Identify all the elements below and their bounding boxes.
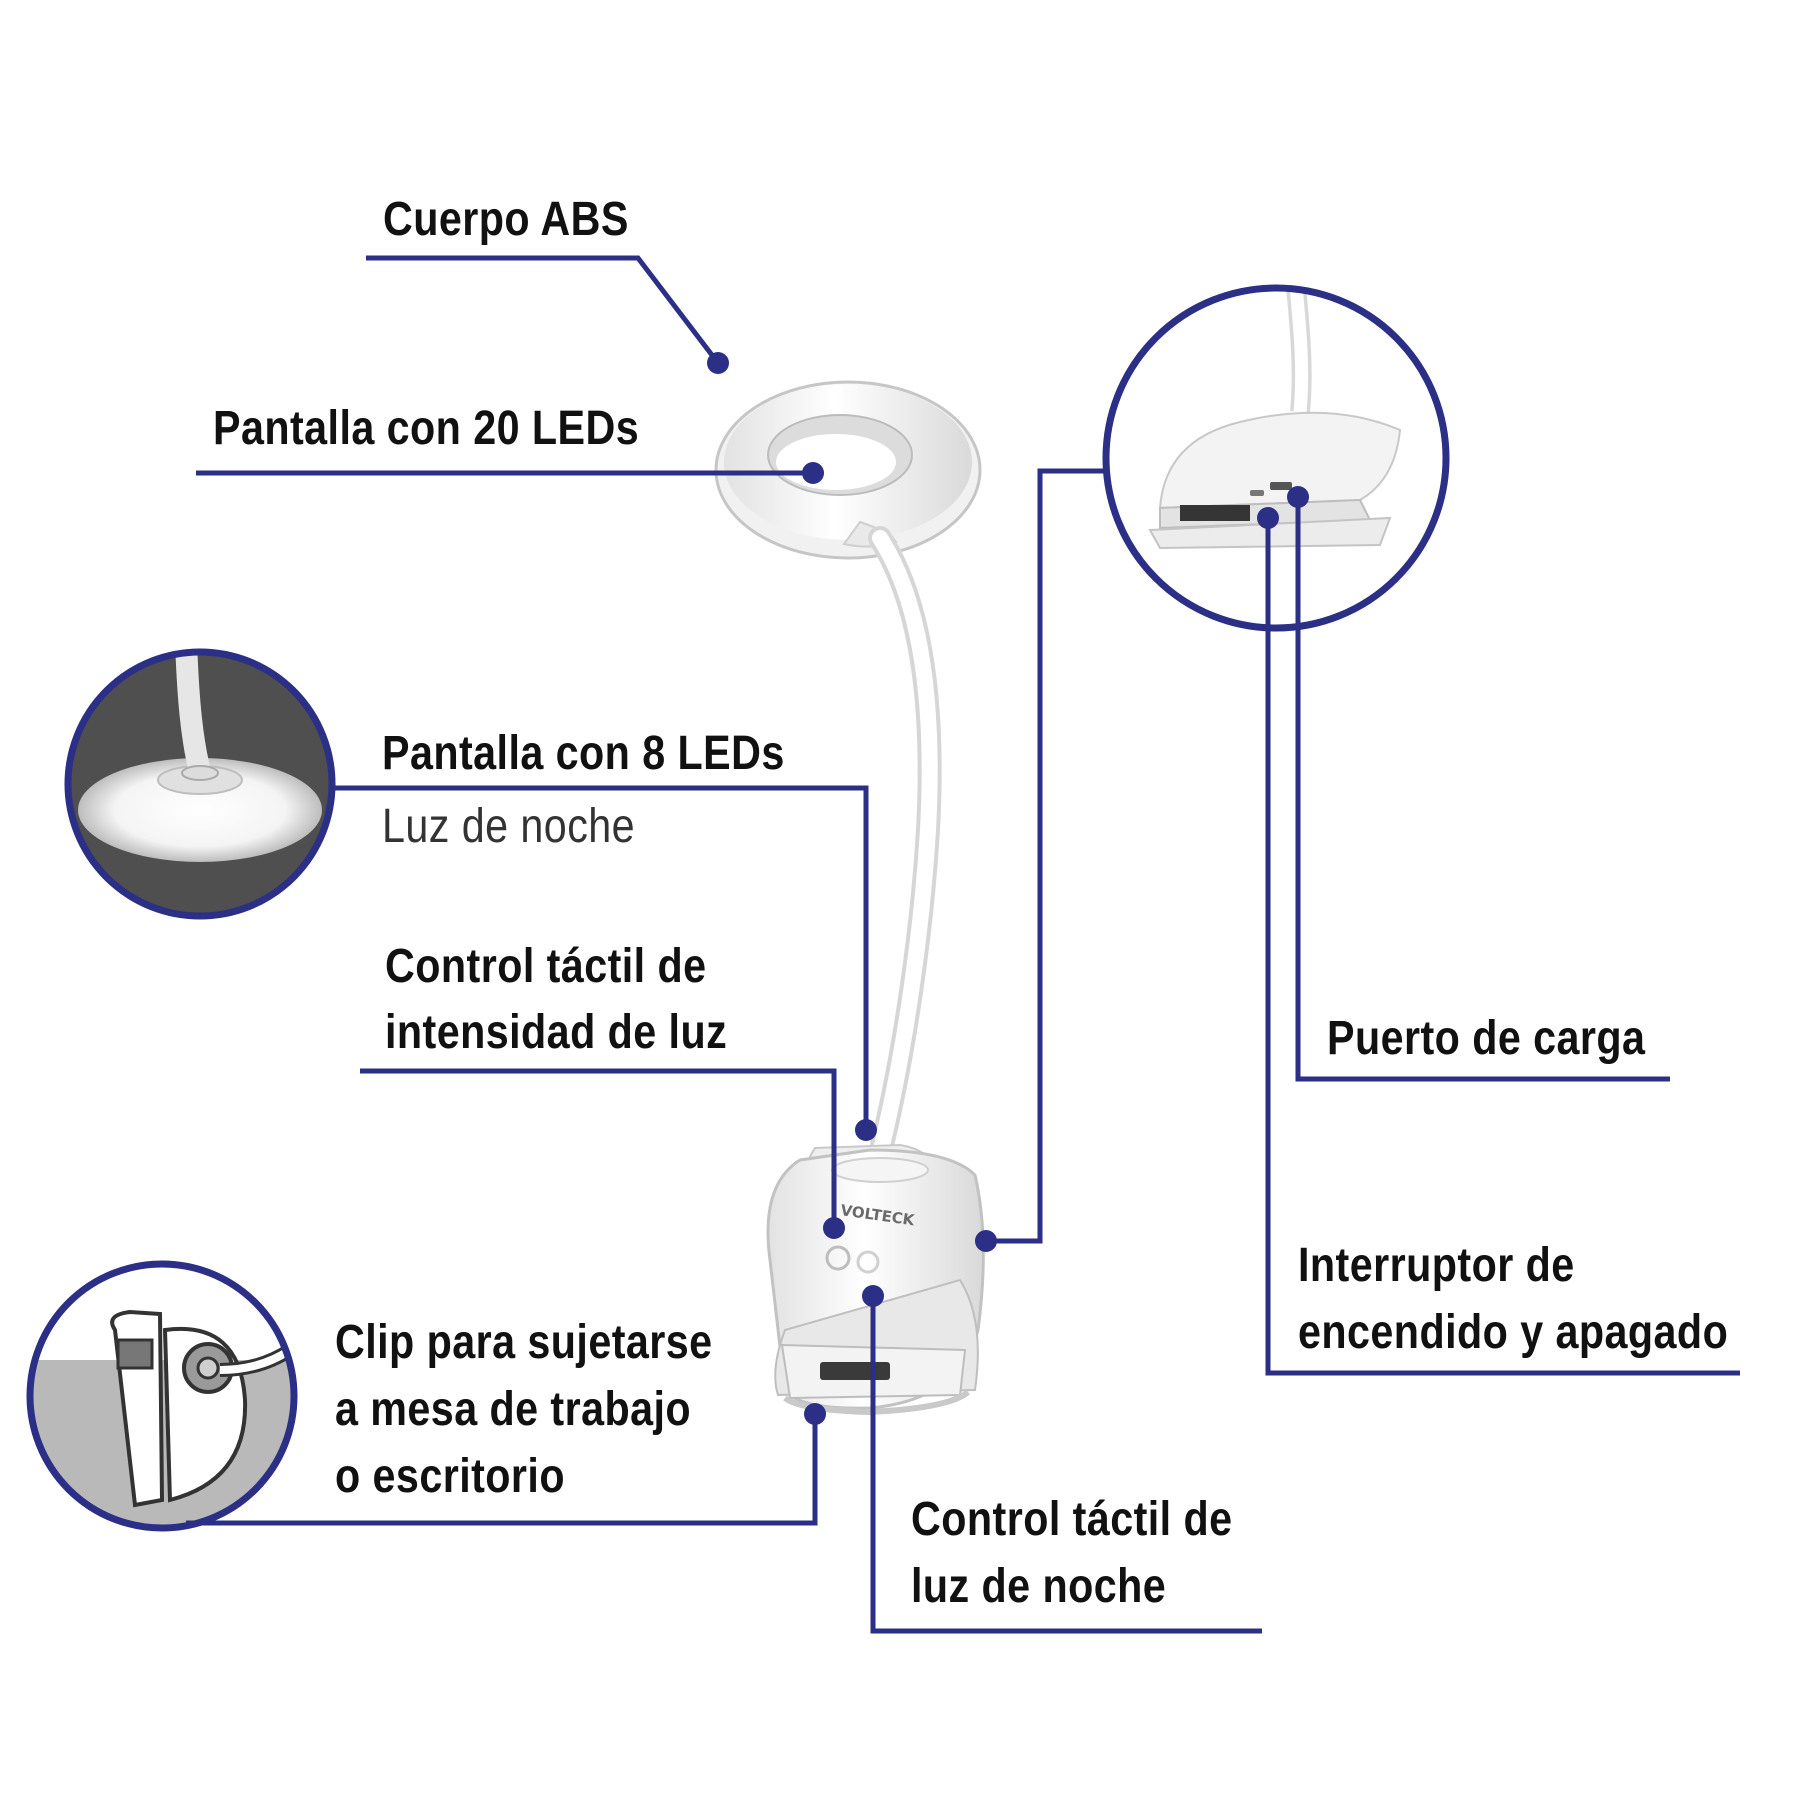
power-touch-icon [825, 1245, 851, 1271]
label-control-intensidad-1: Control táctil de [385, 940, 707, 993]
inset-charging-closeup [1102, 284, 1450, 632]
label-interruptor-1: Interruptor de [1298, 1239, 1575, 1292]
leader-cuerpo [366, 255, 720, 365]
label-clip-1: Clip para sujetarse [335, 1316, 713, 1369]
label-control-noche-2: luz de noche [911, 1560, 1167, 1613]
label-pantalla-20-leds: Pantalla con 20 LEDs [213, 402, 640, 455]
label-interruptor-2: encendido y apagado [1298, 1306, 1729, 1359]
label-luz-de-noche: Luz de noche [382, 800, 636, 853]
inset-night-light [64, 648, 336, 920]
leader-clip [186, 1416, 818, 1526]
inset-clip-on-table [26, 1260, 298, 1532]
leader-lines [186, 255, 1740, 1634]
label-cuerpo-abs: Cuerpo ABS [383, 193, 629, 246]
label-pantalla-8-leds: Pantalla con 8 LEDs [382, 727, 785, 780]
label-puerto-de-carga: Puerto de carga [1327, 1012, 1646, 1065]
label-control-intensidad-2: intensidad de luz [385, 1006, 728, 1059]
leader-base-to-inset [986, 468, 1106, 1244]
leader-interruptor [1265, 518, 1740, 1376]
label-control-noche-1: Control táctil de [911, 1493, 1233, 1546]
leader-control-intensidad [360, 1068, 837, 1228]
leader-puerto [1295, 497, 1670, 1082]
switch-icon [1250, 490, 1264, 496]
moon-touch-icon [856, 1250, 880, 1274]
leader-pantalla8 [332, 785, 869, 1130]
leader-control-noche [870, 1300, 1262, 1634]
lamp-base: VOLTECK [766, 1143, 985, 1416]
lamp-product: VOLTECK [714, 380, 985, 1416]
lamp-head [714, 380, 982, 560]
usb-port-icon [1270, 482, 1292, 490]
label-clip-3: o escritorio [335, 1450, 565, 1503]
label-clip-2: a mesa de trabajo [335, 1383, 692, 1436]
leader-dots [707, 352, 1309, 1425]
